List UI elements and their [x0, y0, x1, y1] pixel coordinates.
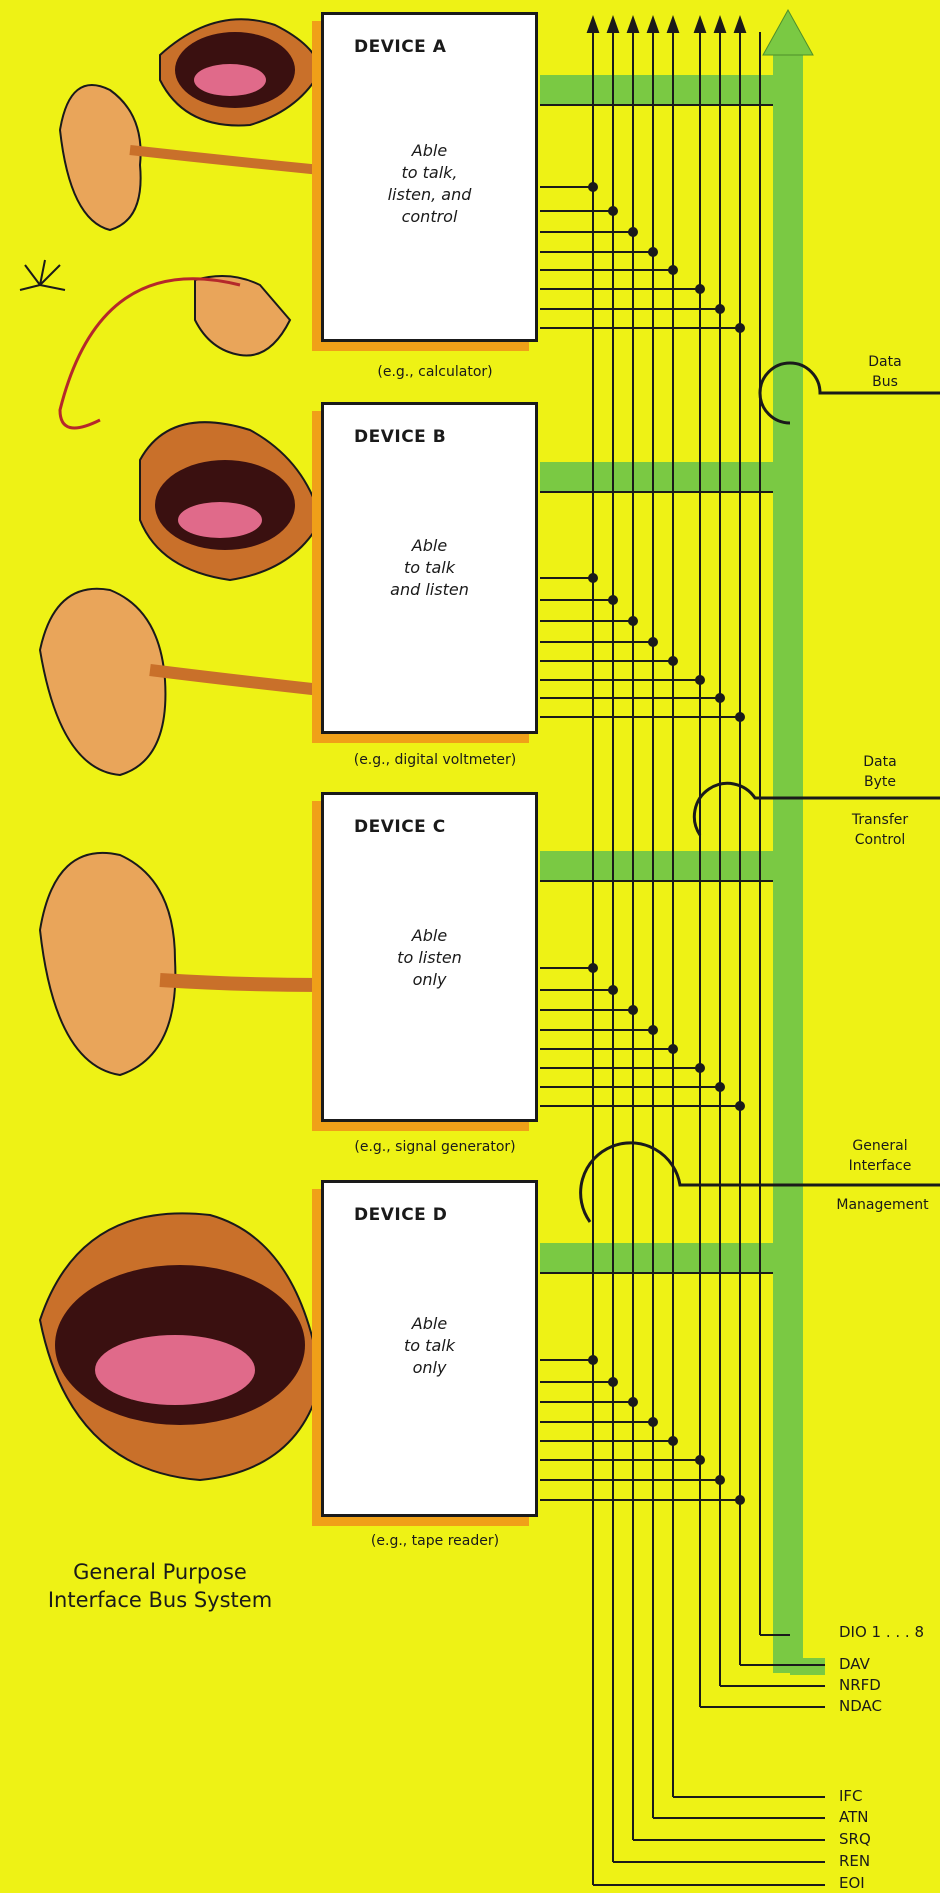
device-title: DEVICE A: [354, 37, 446, 57]
data-bus-trunk: [773, 55, 803, 1673]
device-capability: Able to talk and listen: [324, 535, 535, 601]
device-example: (e.g., digital voltmeter): [330, 752, 540, 768]
device-capability: Able to talk only: [324, 1313, 535, 1379]
management-label-2: Management: [825, 1195, 940, 1215]
data-bus-arrow: [763, 10, 813, 55]
system-title: General Purpose Interface Bus System: [10, 1558, 310, 1614]
signal-ren: REN: [839, 1852, 870, 1870]
mouth-icon: [140, 422, 321, 580]
device-d-lines: [540, 1273, 773, 1504]
signal-nrfd: NRFD: [839, 1676, 881, 1694]
signal-srq: SRQ: [839, 1830, 871, 1848]
handshake-label-2: Transfer Control: [840, 810, 920, 850]
device-c-lines: [540, 881, 773, 1110]
device-b-lines: [540, 492, 773, 721]
device-capability: Able to listen only: [324, 925, 535, 991]
signal-ndac: NDAC: [839, 1697, 882, 1715]
device-example: (e.g., calculator): [330, 364, 540, 380]
device-title: DEVICE B: [354, 427, 446, 447]
mouth-icon: [40, 1213, 321, 1480]
device-capability: Able to talk, listen, and control: [324, 140, 535, 228]
signal-dio: DIO 1 . . . 8: [839, 1623, 924, 1641]
management-label: General Interface: [840, 1136, 920, 1176]
device-c: DEVICE C Able to listen only: [321, 792, 538, 1122]
signal-atn: ATN: [839, 1808, 868, 1826]
device-d: DEVICE D Able to talk only: [321, 1180, 538, 1517]
signal-ifc: IFC: [839, 1787, 863, 1805]
ear-icon: [40, 589, 321, 775]
signal-dav: DAV: [839, 1655, 870, 1673]
signal-lines: [588, 18, 760, 1885]
device-example: (e.g., tape reader): [330, 1533, 540, 1549]
device-title: DEVICE C: [354, 817, 446, 837]
ear-icon: [40, 853, 321, 1075]
device-a: DEVICE A Able to talk, listen, and contr…: [321, 12, 538, 342]
handshake-label: Data Byte: [840, 752, 920, 792]
device-a-lines: [540, 105, 773, 332]
device-example: (e.g., signal generator): [330, 1139, 540, 1155]
data-bus-label: Data Bus: [845, 352, 925, 392]
bus-branch-dio: [790, 1658, 825, 1675]
hand-icon: [20, 260, 290, 428]
signal-eoi: EOI: [839, 1874, 865, 1892]
mouth-icon: [160, 19, 321, 125]
device-title: DEVICE D: [354, 1205, 447, 1225]
device-b: DEVICE B Able to talk and listen: [321, 402, 538, 734]
